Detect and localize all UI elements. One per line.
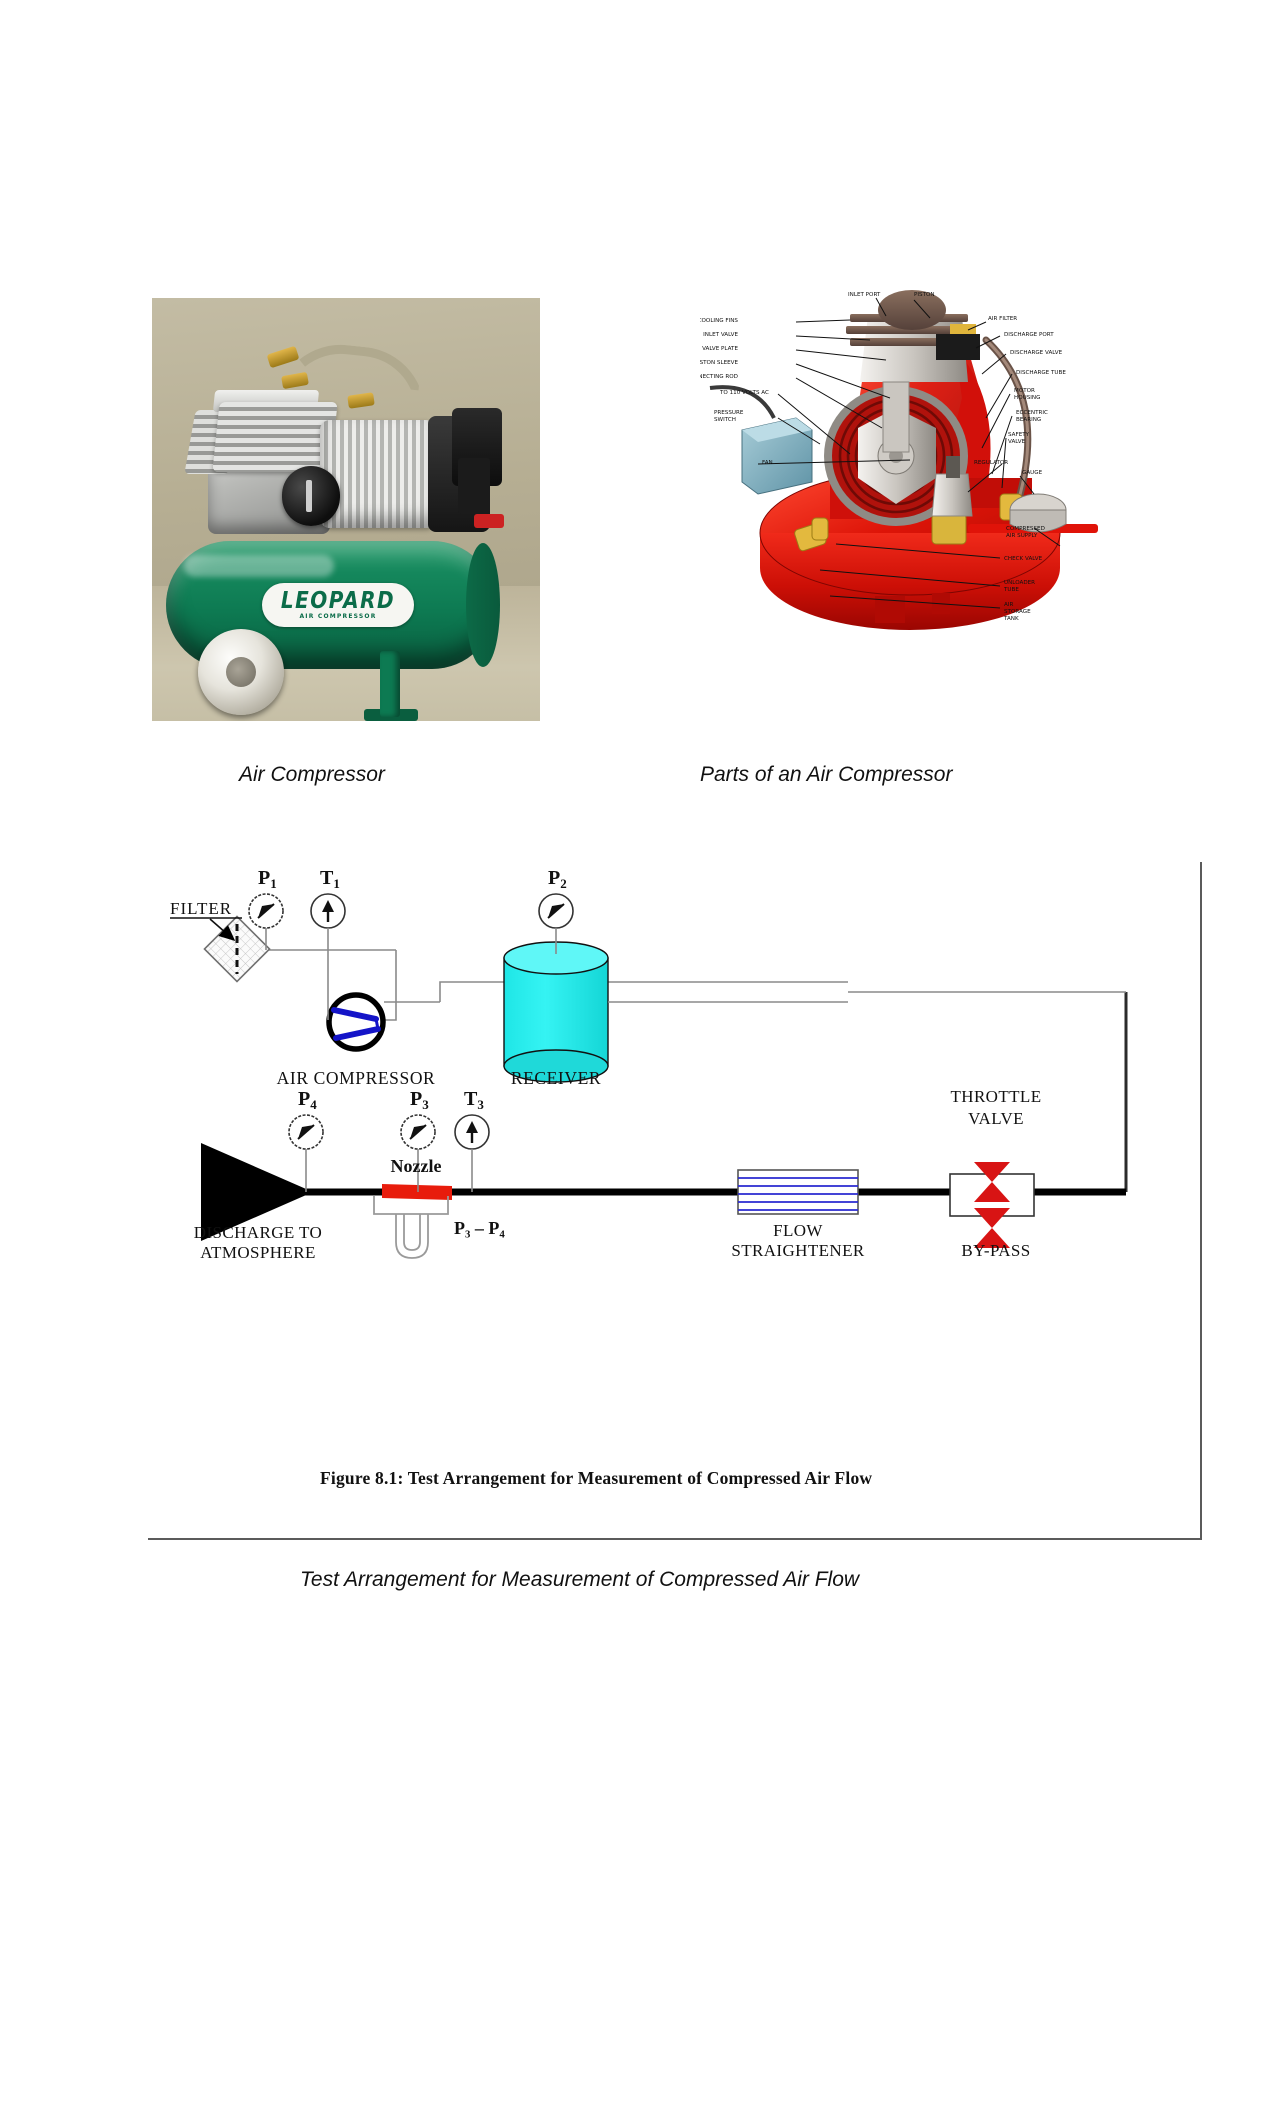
cutaway-label-air-storage-tank-2: STORAGE [1004, 609, 1031, 615]
air-compressor-symbol [326, 992, 386, 1052]
cutaway-label-compressed-air-supply-2: AIR SUPPLY [1006, 533, 1038, 539]
gauge-p4 [288, 1114, 324, 1192]
cutaway-label-piston-sleeve: PISTON SLEEVE [700, 360, 738, 366]
cutaway-label-discharge-port: DISCHARGE PORT [1004, 332, 1054, 338]
tank-end-cap [466, 543, 500, 667]
throttle-valve-symbol [949, 1162, 1035, 1248]
schematic-label-straightener: STRAIGHTENER [731, 1241, 864, 1260]
manometer-u-tube [373, 1196, 449, 1259]
cutaway-label-pressure-switch: PRESSURE [714, 410, 744, 416]
schematic-label-air-compressor: AIR COMPRESSOR [277, 1068, 436, 1088]
cutaway-label-gauge: GAUGE [1022, 470, 1043, 476]
cutaway-label-eccentric-bearing: ECCENTRIC [1016, 410, 1048, 416]
cutaway-label-motor-housing: MOTOR [1014, 388, 1035, 394]
schematic-border-frame [148, 862, 1202, 1540]
cutaway-label-pressure-switch-2: SWITCH [714, 417, 736, 423]
cutaway-svg: COOLING FINS INLET VALVE VALVE PLATE PIS… [700, 290, 1098, 630]
schematic-label-discharge-2: ATMOSPHERE [200, 1243, 315, 1262]
pressure-switch-box [458, 458, 490, 514]
drain-valve [474, 514, 504, 528]
cutaway-label-regulator: REGULATOR [974, 460, 1008, 466]
cutaway-label-discharge-tube: DISCHARGE TUBE [1016, 370, 1066, 376]
air-storage-tank: LEOPARD AIR COMPRESSOR [166, 541, 500, 669]
cutaway-label-air-storage-tank-3: TANK [1003, 616, 1019, 622]
gauge-t3 [454, 1114, 490, 1192]
gauge-p3 [400, 1114, 436, 1192]
tank-logo: LEOPARD AIR COMPRESSOR [262, 583, 414, 627]
flow-straightener-symbol [737, 1169, 859, 1215]
cutaway-label-unloader-tube-2: TUBE [1003, 587, 1019, 593]
cutaway-label-check-valve: CHECK VALVE [1004, 556, 1043, 562]
cutaway-label-inlet-valve: INLET VALVE [703, 332, 738, 338]
brand-name: LEOPARD [280, 586, 396, 614]
tank-support-leg [380, 651, 400, 717]
schematic-label-valve: VALVE [968, 1109, 1024, 1128]
receiver-symbol [503, 941, 609, 1083]
schematic-label-flow: FLOW [773, 1221, 823, 1240]
cutaway-label-safety-valve-2: VALVE [1008, 439, 1026, 445]
schematic-label-by-pass: BY-PASS [961, 1241, 1030, 1260]
tag-t3: T3 [464, 1088, 484, 1112]
cutaway-label-connecting-rod: CONNECTING ROD [700, 374, 738, 380]
tag-p3: P3 [410, 1088, 429, 1112]
cutaway-label-eccentric-bearing-2: BEARING [1016, 417, 1041, 423]
schematic-label-filter: FILTER [170, 899, 232, 918]
schematic-diagram: FILTER AIR COMPRESSOR RECEIVER Nozzle FL… [170, 867, 1128, 1262]
cutaway-label-unloader-tube: UNLOADER [1004, 580, 1035, 586]
schematic-label-nozzle: Nozzle [391, 1156, 442, 1176]
tag-p2: P2 [548, 867, 567, 891]
cutaway-label-cooling-fins: COOLING FINS [700, 318, 738, 324]
figure-caption: Figure 8.1: Test Arrangement for Measure… [320, 1468, 873, 1488]
cutaway-label-air-filter: AIR FILTER [988, 316, 1017, 322]
tag-p4: P4 [298, 1088, 317, 1112]
cutaway-label-discharge-valve: DISCHARGE VALVE [1010, 350, 1063, 356]
nozzle-symbol [382, 1184, 452, 1200]
schematic-label-throttle: THROTTLE [950, 1087, 1041, 1106]
cutaway-label-compressed-air-supply: COMPRESSED [1006, 526, 1045, 532]
compressor-cutaway-illustration: COOLING FINS INLET VALVE VALVE PLATE PIS… [700, 278, 1120, 708]
cutaway-label-air-storage-tank: AIR [1004, 602, 1013, 608]
cylinder-cooling-fins [212, 402, 338, 472]
cutaway-label-valve-plate: VALVE PLATE [702, 346, 738, 352]
flywheel-pulley [282, 466, 340, 526]
cutaway-label-piston: PISTON [914, 292, 935, 298]
schematic-label-receiver: RECEIVER [511, 1068, 601, 1088]
cutaway-label-motor-housing-2: HOUSING [1014, 395, 1040, 401]
tag-p1: P1 [258, 867, 277, 891]
cutaway-label-safety-valve: SAFETY [1008, 432, 1030, 438]
cutaway-label-110-volts: TO 110 VOLTS AC [719, 390, 769, 396]
schematic-label-discharge-1: DISCHARGE TO [194, 1223, 322, 1242]
gauge-p1 [248, 893, 284, 950]
schematic-label-delta-p: P₃ – P₄ [454, 1218, 505, 1238]
caption-parts-of-air-compressor: Parts of an Air Compressor [700, 763, 953, 786]
gauge-t1 [310, 893, 346, 1020]
cutaway-label-fan: FAN [762, 460, 773, 466]
electric-motor [320, 420, 436, 528]
tag-t1: T1 [320, 867, 340, 891]
gauge-p2 [538, 893, 574, 954]
tank-wheel [198, 629, 284, 715]
air-compressor-photo: LEOPARD AIR COMPRESSOR [152, 298, 540, 721]
brand-subtitle: AIR COMPRESSOR [299, 613, 377, 620]
caption-test-arrangement: Test Arrangement for Measurement of Comp… [300, 1568, 860, 1591]
cutaway-label-inlet-port: INLET PORT [848, 292, 881, 298]
caption-air-compressor: Air Compressor [239, 763, 385, 786]
